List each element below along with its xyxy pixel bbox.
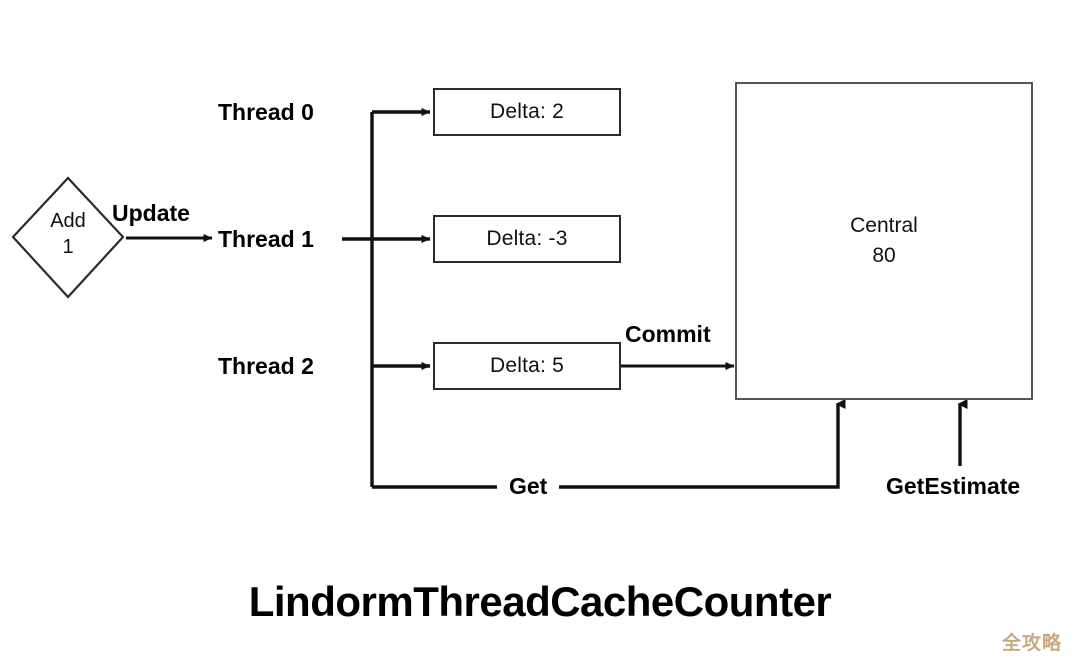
get-path (372, 399, 846, 489)
central-counter-box: Central 80 (735, 82, 1033, 400)
central-label: Central (850, 214, 918, 237)
watermark: 全攻略 (1002, 633, 1063, 654)
delta-box-thread-2: Delta: 5 (433, 342, 621, 390)
commit-edge-label: Commit (625, 321, 711, 347)
delta-box-thread-1: Delta: -3 (433, 215, 621, 263)
central-value: 80 (872, 244, 896, 267)
diagram-title: LindormThreadCacheCounter (248, 578, 832, 625)
add-node-text: Add 1 (13, 208, 123, 268)
thread-label-2: Thread 2 (218, 353, 314, 379)
get-edge-label: Get (497, 473, 560, 500)
add-node-line1: Add (50, 210, 86, 232)
add-node-line2: 1 (62, 236, 74, 258)
add-diamond (11, 176, 125, 299)
thread-label-1: Thread 1 (218, 226, 314, 252)
update-edge-label: Update (112, 200, 190, 226)
get-estimate-edge-label: GetEstimate (886, 473, 1021, 499)
thread-label-0: Thread 0 (218, 99, 314, 125)
delta-box-thread-0: Delta: 2 (433, 88, 621, 136)
